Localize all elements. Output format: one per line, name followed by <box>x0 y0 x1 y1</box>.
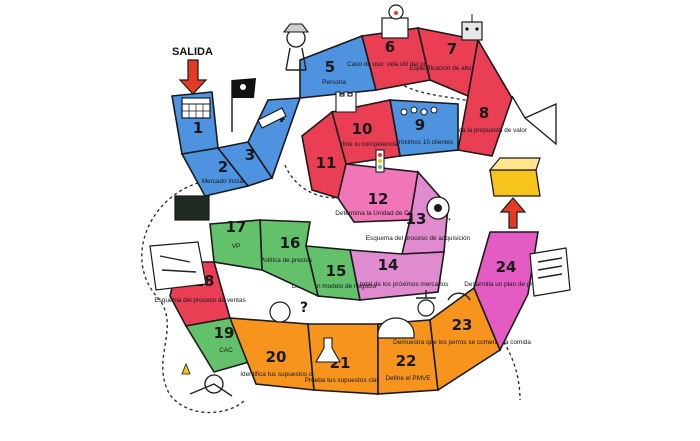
square-16-number: 16 <box>280 234 301 252</box>
square-19-number: 19 <box>214 324 235 342</box>
square-3-number: 3 <box>245 146 255 164</box>
square-8 <box>457 37 513 157</box>
square-1-number: 1 <box>193 119 203 137</box>
square-23-text: Demuestra que los perros se comerán la c… <box>393 339 531 346</box>
square-20-number: 20 <box>266 348 287 366</box>
square-12-text: Determina la Unidad de Decisión <box>335 210 429 217</box>
svg-text:?: ? <box>300 300 308 316</box>
square-5-text: Persona <box>322 79 346 86</box>
square-10-number: 10 <box>352 120 373 138</box>
thinking-character-icon: ? <box>269 300 308 323</box>
square-22-text: Define el PMVE <box>385 375 430 382</box>
square-15-text: Diseña un modelo de negocio <box>292 283 377 290</box>
square-13-number: 13 <box>406 210 427 228</box>
castle-icon <box>335 91 357 113</box>
goal-arrow <box>499 197 527 229</box>
calendar-icon <box>181 97 211 119</box>
square-12-number: 12 <box>368 190 389 208</box>
square-22-number: 22 <box>396 352 417 370</box>
square-7-number: 7 <box>447 40 457 58</box>
dog-icon <box>447 292 471 301</box>
square-13-text: Esquema del proceso de adquisición <box>366 235 471 242</box>
blackboard-icon <box>174 195 210 221</box>
traffic-light-icon <box>375 149 385 173</box>
square-14-text: Tamaño total de los próximos mercados <box>336 281 449 288</box>
map-icon <box>149 241 207 291</box>
clown-box-icon <box>381 4 409 39</box>
square-17-number: 17 <box>226 218 247 236</box>
square-9-number: 9 <box>415 116 425 134</box>
square-19-text: CAC <box>219 347 233 354</box>
square-16-text: Política de precios <box>260 257 312 264</box>
people-group-icon <box>400 106 438 116</box>
treasure-chest-icon <box>488 157 541 197</box>
square-11-number: 11 <box>316 154 337 172</box>
square-13 <box>400 170 449 255</box>
scooter-icon <box>181 362 233 397</box>
square-23-number: 23 <box>452 316 473 334</box>
flask-icon <box>315 337 341 363</box>
start-label: SALIDA <box>172 46 213 58</box>
dashed-trail-left <box>141 179 246 414</box>
square-6-text: Caso de uso: vida útil del producto <box>347 61 445 68</box>
camera-gears-icon <box>426 196 450 220</box>
square-5-number: 5 <box>325 58 335 76</box>
square-14-number: 14 <box>378 256 399 274</box>
square-24-text: Desarrolla un plan de producto <box>464 281 552 288</box>
square-2-text: Mercado inicial <box>202 178 245 185</box>
square-7-text: Especificación de alto nivel <box>410 65 487 72</box>
square-17 <box>209 219 263 271</box>
square-10-text: Define tu competencia <box>334 141 398 148</box>
square-24-number: 24 <box>496 258 517 276</box>
square-8-number: 8 <box>479 104 489 122</box>
propeller-character-icon <box>416 290 436 317</box>
square-6-number: 6 <box>385 38 395 56</box>
robot-icon <box>461 14 483 41</box>
square-18-text: Esquema del proceso de ventas <box>154 297 245 304</box>
lamp-icon <box>511 95 557 146</box>
igloo-icon <box>377 317 415 339</box>
square-15-number: 15 <box>326 262 347 280</box>
square-21-text: Prueba tus supuestos clave <box>305 377 384 384</box>
start-arrow <box>178 59 208 95</box>
pirate-flag-icon <box>231 78 256 132</box>
square-9-text: Próximos 10 clientes <box>395 139 454 146</box>
explorer-character-icon <box>282 23 310 71</box>
telescope-icon <box>257 107 287 129</box>
square-2-number: 2 <box>218 158 228 176</box>
square-20-text: Identifica tus supuestos clave <box>240 371 324 378</box>
square-8-text: Cuantifica la propuesta de valor <box>437 127 528 134</box>
document-icon <box>529 247 571 297</box>
square-17-text: VP <box>232 243 241 250</box>
